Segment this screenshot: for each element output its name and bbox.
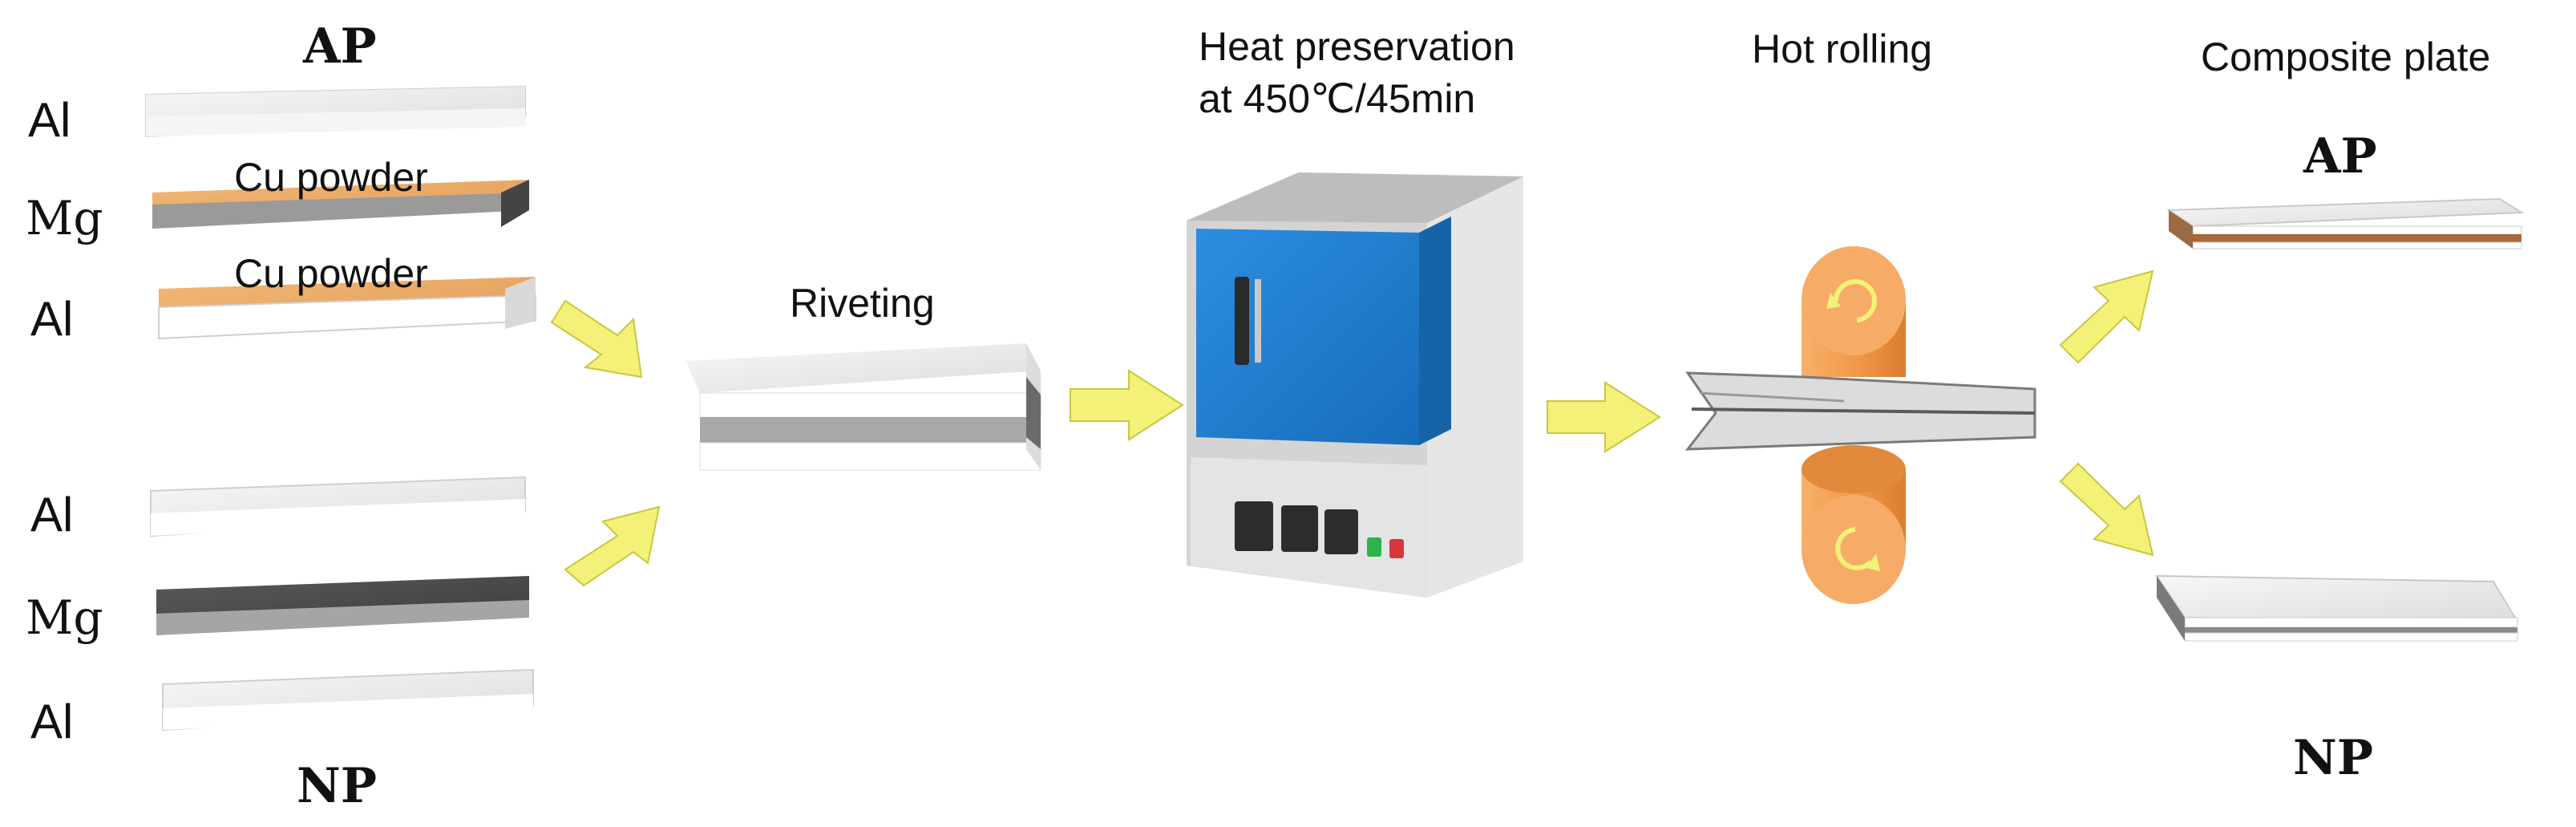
cu-powder-label-1: Cu powder (234, 155, 428, 200)
np-al-bottom-plate (162, 668, 534, 732)
al-label-3: Al (30, 488, 73, 541)
ap-output-label: AP (2303, 128, 2377, 184)
riveting-label: Riveting (790, 281, 935, 326)
np-mg-plate (156, 576, 529, 635)
arrow-icon (2059, 270, 2154, 364)
ap-input-label: AP (302, 18, 377, 75)
ap-al-top-plate (145, 85, 526, 138)
riveted-stack (685, 343, 1041, 471)
al-label-1: Al (28, 93, 71, 147)
al-label-4: Al (30, 695, 73, 748)
mg-label-2: Mg (26, 590, 103, 645)
hot-rolling-label: Hot rolling (1752, 26, 1932, 71)
roller-icon (1684, 246, 2036, 604)
arrow-icon (2059, 462, 2154, 557)
heat-label-line2: at 450℃/45min (1199, 76, 1475, 121)
arrow-icon (564, 505, 661, 587)
al-label-2: Al (30, 292, 73, 346)
composite-plate-label: Composite plate (2201, 34, 2490, 79)
arrow-icon (550, 299, 643, 379)
np-input-label: NP (297, 758, 377, 814)
ap-composite-plate (2166, 197, 2525, 249)
arrow-icon (1070, 369, 1184, 441)
np-output-label: NP (2293, 730, 2373, 786)
ap-al-bottom-plate-with-cu (158, 277, 536, 340)
ap-mg-plate-with-cu (152, 180, 529, 229)
heat-label-line1: Heat preservation (1199, 24, 1515, 69)
cu-powder-label-2: Cu powder (234, 251, 428, 296)
np-composite-plate (2155, 574, 2519, 642)
mg-label-1: Mg (26, 191, 103, 245)
arrow-icon (1547, 381, 1661, 453)
furnace-icon (1187, 172, 1523, 598)
np-al-top-plate (150, 476, 526, 537)
